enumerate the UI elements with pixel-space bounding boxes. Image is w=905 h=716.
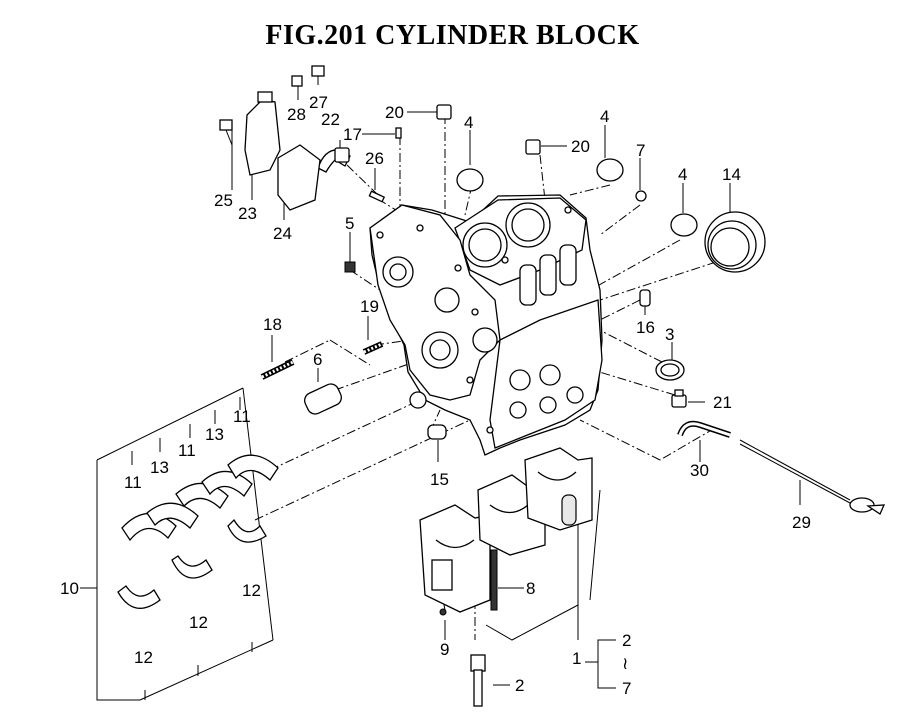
callout-23: 23	[238, 204, 257, 223]
bearing-shells	[117, 454, 279, 609]
callout-range-separator: ≀	[622, 654, 628, 673]
callout-12: 12	[134, 648, 153, 667]
callout-5: 5	[345, 214, 354, 233]
callout-11: 11	[124, 473, 142, 492]
callout-18: 18	[263, 315, 282, 334]
page-title: FIG.201 CYLINDER BLOCK	[265, 20, 640, 51]
drain-plug	[671, 389, 687, 408]
callout-19: 19	[360, 297, 379, 316]
callout-7: 7	[636, 141, 645, 160]
sleeve	[304, 383, 342, 415]
bolt	[219, 119, 233, 146]
callout-2: 2	[515, 676, 524, 695]
callout-26: 26	[365, 149, 384, 168]
plug	[525, 139, 541, 155]
callout-4: 4	[600, 107, 609, 126]
callout-3: 3	[665, 325, 674, 344]
callout-21: 21	[713, 393, 732, 412]
oil-pipe	[677, 420, 731, 438]
callout-24: 24	[273, 224, 292, 243]
callout-27: 27	[309, 93, 328, 112]
callout-7: 7	[622, 679, 631, 698]
callout-2: 2	[622, 631, 631, 650]
seal-ring-small	[655, 359, 685, 381]
small-plug	[439, 608, 447, 616]
dowel	[639, 289, 651, 307]
callout-11: 11	[178, 441, 196, 460]
cylinder-block	[369, 194, 603, 456]
main-bearing-caps	[419, 447, 593, 613]
callout-29: 29	[792, 513, 811, 532]
dipstick	[739, 439, 886, 515]
callout-22: 22	[321, 110, 340, 129]
callout-13: 13	[150, 458, 169, 477]
small-nut	[344, 261, 356, 273]
callout-14: 14	[722, 165, 741, 184]
gasket	[277, 144, 321, 211]
oil-seal-large	[704, 211, 766, 273]
plug	[436, 104, 452, 120]
callout-8: 8	[526, 579, 535, 598]
callout-11: 11	[233, 407, 251, 426]
callout-6: 6	[313, 350, 322, 369]
pin	[395, 127, 402, 139]
callout-1: 1	[572, 649, 581, 668]
stud	[362, 341, 384, 355]
callout-20: 20	[385, 103, 404, 122]
bracket-plate	[244, 91, 281, 176]
washer	[291, 75, 303, 87]
core-plug	[670, 213, 698, 237]
callout-25: 25	[214, 191, 233, 210]
main-bolt	[470, 654, 486, 707]
bolt	[311, 65, 325, 77]
callout-4: 4	[678, 165, 687, 184]
callout-12: 12	[242, 581, 261, 600]
core-plug	[596, 158, 624, 182]
callout-4: 4	[464, 113, 473, 132]
callout-13: 13	[205, 425, 224, 444]
callout-labels: 1 2 ≀ 7 2 3 4 4 4 5 6 7 8 9 10 11 11 11 …	[60, 93, 811, 698]
stud	[260, 359, 295, 380]
callout-20: 20	[571, 137, 590, 156]
callout-28: 28	[287, 105, 306, 124]
cap-bolt-rod	[490, 549, 498, 611]
callout-10: 10	[60, 579, 79, 598]
elbow-fitting	[317, 147, 351, 173]
core-plug	[456, 168, 484, 192]
callout-16: 16	[636, 318, 655, 337]
callout-9: 9	[440, 640, 449, 659]
bush	[427, 424, 447, 440]
callout-15: 15	[430, 470, 449, 489]
callout-17: 17	[343, 125, 362, 144]
callout-12: 12	[189, 613, 208, 632]
bolt	[368, 190, 386, 203]
small-plug	[635, 190, 647, 202]
callout-30: 30	[690, 461, 709, 480]
